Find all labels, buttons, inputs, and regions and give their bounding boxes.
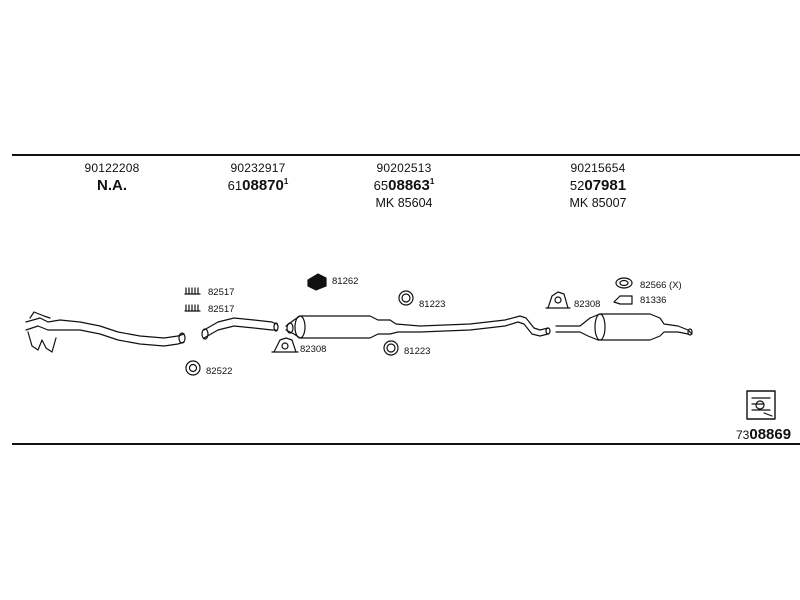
part-label-ring-1: 81223	[419, 299, 446, 310]
column-prefix-2: 61	[227, 178, 243, 193]
column-header-2: 90232917 61088701	[198, 161, 318, 194]
middle-silencer-drawing	[285, 315, 391, 339]
part-label-bracket: 81262	[332, 276, 359, 287]
rubber-ring-icon-1	[398, 290, 414, 306]
part-label-hanger-2: 82308	[574, 299, 601, 310]
long-pipe-drawing	[389, 315, 551, 337]
column-code-4: 07981	[584, 177, 627, 194]
column-code-3: 08863	[388, 177, 430, 194]
part-label-ring-4: 81336	[640, 295, 667, 306]
kit-symbol-icon	[746, 390, 776, 420]
column-mk-4: MK 85007	[569, 196, 627, 210]
column-suffix-3: 1	[429, 177, 435, 186]
column-part-3: 65088631	[344, 177, 464, 194]
column-suffix-2: 1	[283, 177, 289, 186]
bracket-icon	[307, 273, 327, 291]
part-label-clamp-2: 82517	[208, 304, 235, 315]
column-header-3: 90202513 65088631 MK 85604	[344, 161, 464, 210]
bottom-rule	[12, 443, 800, 445]
column-part-4: 5207981	[538, 177, 658, 194]
column-part-1: N.A.	[97, 177, 127, 194]
part-label-gasket: 82522	[206, 366, 233, 377]
column-header-4: 90215654 5207981 MK 85007	[538, 161, 658, 210]
part-label-ring-2: 81223	[404, 346, 431, 357]
column-mk-3: MK 85604	[375, 196, 433, 210]
rear-silencer-drawing	[555, 313, 693, 341]
column-ref-4: 90215654	[570, 161, 626, 175]
hanger-icon-1	[271, 337, 299, 353]
column-header-1: 90122208 N.A.	[52, 161, 172, 194]
ring-icon-3	[615, 277, 633, 289]
top-rule	[12, 154, 800, 156]
column-ref-1: 90122208	[84, 161, 140, 175]
gasket-icon	[185, 360, 201, 376]
column-ref-3: 90202513	[376, 161, 432, 175]
clamp-icon-2	[184, 304, 201, 312]
rubber-ring-icon-2	[383, 340, 399, 356]
part-label-clamp-1: 82517	[208, 287, 235, 298]
kit-code: 08869	[749, 426, 792, 443]
column-ref-2: 90232917	[230, 161, 286, 175]
column-prefix-3: 65	[373, 178, 389, 193]
kit-prefix: 73	[736, 428, 750, 442]
part-label-hanger-1: 82308	[300, 344, 327, 355]
column-code-2: 08870	[242, 177, 284, 194]
hanger-icon-2	[545, 291, 571, 309]
front-pipe-drawing	[25, 311, 186, 353]
ring-icon-4	[613, 295, 633, 305]
clamp-icon-1	[184, 287, 201, 295]
column-prefix-4: 52	[569, 178, 585, 193]
kit-number: 7308869	[736, 426, 791, 443]
part-label-ring-3: 82566 (X)	[640, 280, 682, 291]
intermediate-pipe-drawing	[201, 317, 279, 340]
column-part-2: 61088701	[198, 177, 318, 194]
